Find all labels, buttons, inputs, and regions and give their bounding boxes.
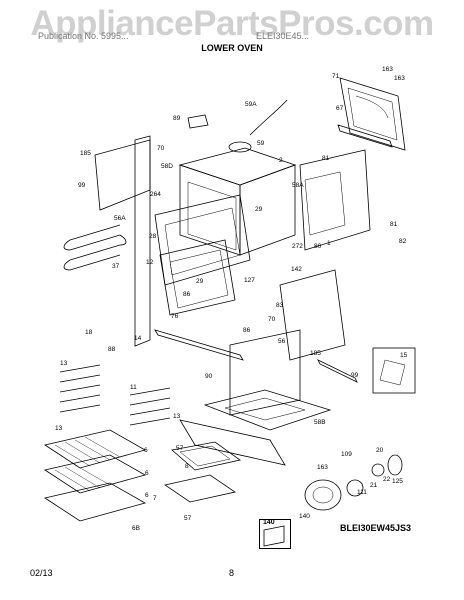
part-label: 163 (382, 66, 393, 73)
part-label: 142 (291, 266, 302, 273)
part-label: 185 (80, 150, 91, 157)
panel-71 (339, 77, 406, 151)
part-label: 67 (336, 105, 344, 112)
bottom-pan-58B (203, 329, 332, 431)
section-title: LOWER OVEN (201, 43, 263, 53)
part-label: 21 (370, 482, 378, 489)
part-label: 56 (278, 338, 286, 345)
convection-fan (304, 454, 403, 511)
part-label: 109 (341, 451, 352, 458)
bracket-89 (187, 114, 209, 129)
part-label: 1 (327, 240, 331, 247)
footer-date: 02/13 (30, 568, 53, 578)
part-label: 13 (173, 413, 181, 420)
control-board-15 (372, 347, 416, 394)
part-label: 11 (130, 384, 137, 391)
part-label: 86 (243, 327, 251, 334)
part-label: 7 (153, 495, 157, 502)
part-label: 20 (376, 447, 384, 454)
part-label: 86 (183, 291, 191, 298)
side-panel-70 (94, 135, 151, 347)
part-label: 57 (176, 445, 184, 452)
part-label: 125 (392, 478, 403, 485)
part-label: 6 (145, 470, 149, 477)
part-label: 140 (299, 513, 310, 520)
part-label: 76 (171, 313, 179, 320)
door-seal (159, 239, 236, 316)
part-label: 29 (196, 278, 204, 285)
part-label: 185 (310, 350, 321, 357)
part-label: 6B (132, 525, 140, 532)
header-model-ref: ELEI30E45... (256, 31, 310, 41)
front-frame-58D (154, 194, 251, 286)
footer-page-number: 8 (229, 568, 235, 578)
part-label: 59 (257, 140, 265, 147)
bracket-67 (337, 124, 393, 148)
part-label: 70 (268, 316, 276, 323)
part-label: 264 (150, 191, 161, 198)
part-label: 57 (184, 515, 192, 522)
part-label: 28 (149, 233, 157, 240)
part-label: 111 (357, 489, 367, 496)
rail-90 (154, 329, 244, 361)
part-label: 29 (255, 206, 263, 213)
part-label: 163 (394, 75, 405, 82)
part-label: 99 (78, 182, 86, 189)
part-label: 12 (146, 259, 154, 266)
frame-82 (179, 419, 286, 466)
part-label: 82 (399, 238, 407, 245)
part-label: 14 (134, 335, 142, 342)
header-publication: Publication No. 5995... (38, 31, 129, 41)
part-label: 58B (314, 419, 326, 426)
part-label: 88 (108, 346, 116, 353)
part-label: 13 (60, 360, 68, 367)
part-label: 58A (292, 182, 304, 189)
part-label: 83 (276, 302, 284, 309)
part-label: 18 (85, 329, 93, 336)
part-label: 22 (383, 476, 391, 483)
rail-99 (317, 359, 358, 383)
part-label: 56A (114, 215, 126, 222)
part-label: 272 (292, 243, 303, 250)
part-number-labels: 163 163 71 67 59A 89 59 185 70 2 58D 58A… (55, 66, 408, 532)
part-label: 99 (351, 372, 359, 379)
part-label: 58D (161, 163, 173, 170)
vent-59 (228, 141, 252, 153)
part-label: 8 (185, 463, 189, 470)
side-panel-58A (299, 149, 371, 251)
part-label: 127 (244, 277, 255, 284)
model-code: BLEI30EW45JS3 (340, 523, 412, 533)
part-label: 70 (157, 145, 165, 152)
part-label: 6 (145, 492, 149, 499)
part-label: 2 (279, 157, 283, 164)
watermark-logo: AppliancePartsPros.com (30, 4, 434, 43)
rack-guides-13 (59, 364, 171, 426)
broil-element-57 (164, 441, 241, 503)
part-label: 89 (173, 115, 181, 122)
back-panel-70 (279, 269, 346, 361)
oven-racks (43, 429, 147, 522)
part-label: 90 (205, 373, 213, 380)
part-label: 71 (332, 73, 340, 80)
part-label: 6 (144, 447, 148, 454)
part-label: 80 (314, 243, 322, 250)
part-label: 15 (400, 352, 408, 359)
part-label: 81 (390, 221, 398, 228)
bake-element-56A (63, 224, 127, 271)
inset-label: 140 (263, 519, 275, 526)
part-label: 13 (55, 425, 63, 432)
part-label: 59A (245, 101, 257, 108)
inset-box: 140 (259, 519, 291, 549)
part-label: 37 (112, 263, 120, 270)
bracket-140 (263, 525, 285, 547)
part-label: 81 (322, 155, 330, 162)
wire-59A (249, 99, 288, 136)
part-label: 163 (317, 464, 328, 471)
